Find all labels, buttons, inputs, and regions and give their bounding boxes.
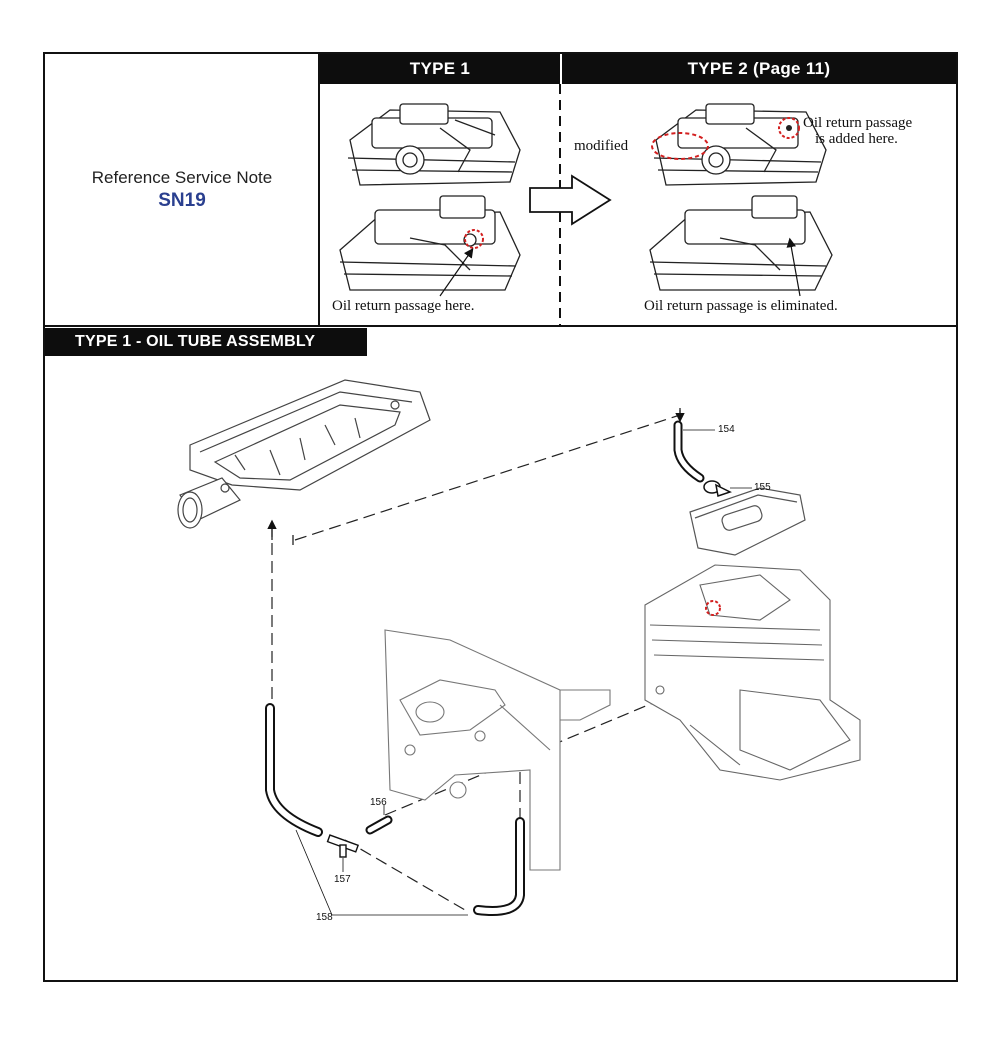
- type1-oil-passage-highlight: [464, 229, 484, 249]
- type2-modified-label: modified: [574, 138, 629, 154]
- engine-oil-passage-highlight: [705, 600, 721, 616]
- oil-tube-158-left: [265, 703, 323, 837]
- oil-tube-assembly-header: TYPE 1 - OIL TUBE ASSEMBLY: [45, 328, 367, 356]
- type2-leader: [786, 237, 801, 297]
- reference-service-note: Reference Service Note SN19: [45, 54, 319, 326]
- callout-155: 155: [754, 482, 771, 493]
- type2-head-upper: [653, 103, 827, 186]
- type2-added-label-2: is added here.: [815, 131, 898, 147]
- reference-title: Reference Service Note: [91, 168, 273, 187]
- type-transition-arrow: [529, 174, 612, 226]
- type2-head-lower: [649, 195, 833, 291]
- heat-shield-plate: [384, 629, 611, 871]
- callout-156: 156: [370, 797, 387, 808]
- type2-caption: Oil return passage is eliminated.: [644, 298, 838, 314]
- valve-cover: [689, 487, 806, 556]
- rocker-cover-housing: [177, 379, 431, 529]
- type1-head-upper: [347, 103, 521, 186]
- section-divider: [45, 325, 956, 327]
- clamp-155: [703, 480, 732, 497]
- column-divider: [318, 54, 320, 326]
- callout-158: 158: [316, 912, 333, 923]
- type1-caption: Oil return passage here.: [332, 298, 475, 314]
- type2-added-passage-highlight: [778, 117, 800, 139]
- type1-header: TYPE 1: [320, 54, 560, 84]
- diagram-frame: [43, 52, 958, 982]
- t-fitting-157: [326, 834, 360, 858]
- callout-157: 157: [334, 874, 351, 885]
- oil-tube-158-right: [473, 817, 525, 916]
- type2-modified-highlight: [651, 132, 709, 160]
- type1-leader: [439, 248, 474, 297]
- reference-code: SN19: [158, 190, 206, 211]
- type1-head-lower: [339, 195, 521, 291]
- callout-154: 154: [718, 424, 735, 435]
- engine-block: [644, 564, 861, 781]
- type2-added-label-1: Oil return passage: [803, 115, 913, 131]
- type2-header: TYPE 2 (Page 11): [562, 54, 956, 84]
